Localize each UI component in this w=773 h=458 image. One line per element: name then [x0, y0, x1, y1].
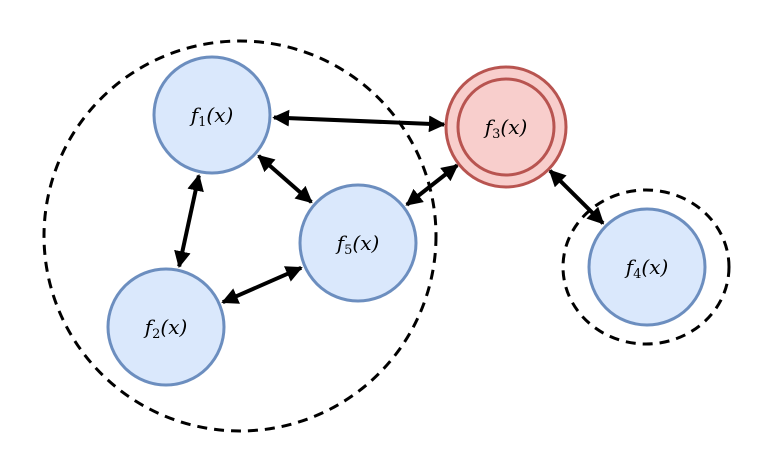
node-f2-circle — [106, 267, 226, 387]
node-f4-label: f4(x) — [624, 255, 669, 282]
node-f1-circle — [152, 55, 272, 175]
groups-layer — [42, 39, 731, 433]
node-f5-label-index: 5 — [344, 243, 352, 258]
node-f2: f2(x) — [106, 267, 226, 387]
node-f2-label-index: 2 — [152, 327, 160, 342]
node-f4-label-arg: (x) — [641, 255, 668, 279]
node-f2-label: f2(x) — [143, 315, 188, 342]
node-f4-label-index: 4 — [633, 267, 641, 282]
node-f1: f1(x) — [152, 55, 272, 175]
nodes-layer: f1(x) f2(x) f3(x) f4(x) f5(x) — [106, 55, 707, 387]
node-f5: f5(x) — [298, 183, 418, 303]
node-f3: f3(x) — [444, 65, 568, 189]
node-f3-inner-ring — [456, 77, 556, 177]
edges-layer — [174, 109, 605, 304]
node-f5-label-arg: (x) — [352, 231, 379, 255]
node-f3-label: f3(x) — [483, 115, 528, 142]
node-f4: f4(x) — [587, 207, 707, 327]
edge-f5-f3 — [405, 163, 459, 207]
edge-f1-f2 — [174, 173, 204, 269]
group-b-border — [561, 188, 731, 346]
node-f1-label-arg: (x) — [206, 103, 233, 127]
node-f3-label-arg: (x) — [500, 115, 527, 139]
edge-f1-f3 — [272, 109, 446, 133]
node-f1-label-index: 1 — [198, 115, 206, 130]
node-f1-label: f1(x) — [189, 103, 234, 130]
edge-f3-f4 — [548, 169, 605, 225]
node-f3-label-index: 3 — [492, 127, 500, 142]
edge-f2-f5 — [221, 266, 303, 304]
node-f4-circle — [587, 207, 707, 327]
node-f2-label-arg: (x) — [160, 315, 187, 339]
node-f5-circle — [298, 183, 418, 303]
group-a-border — [42, 39, 438, 433]
edge-f1-f5 — [257, 154, 313, 204]
node-f5-label: f5(x) — [335, 231, 380, 258]
